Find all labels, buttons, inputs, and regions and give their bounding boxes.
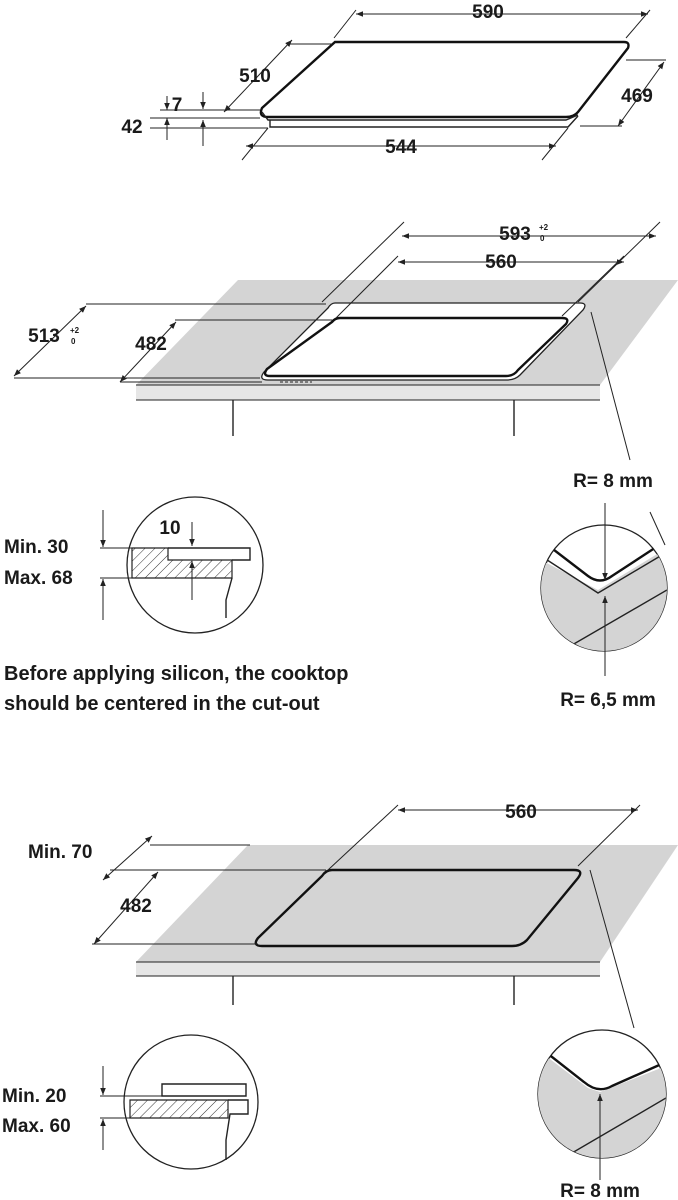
cutout-outer-width-label: 593: [499, 224, 531, 245]
hob-glass-thickness-label: 7: [172, 95, 183, 116]
cutout-width-label: 560: [505, 802, 537, 823]
worktop-min-label-2: Min. 20: [2, 1086, 66, 1107]
cutout-inner-width-label: 560: [485, 252, 517, 273]
cutout-depth-label: 482: [120, 896, 152, 917]
hob-dimensions-drawing: 590 510 469 544 7 42: [121, 2, 666, 161]
step-dimension-label: 10: [159, 518, 180, 539]
hob-glass-top: [259, 40, 630, 119]
worktop-thickness-detail-2: Min. 20 Max. 60: [2, 1034, 259, 1170]
svg-text:+2: +2: [70, 326, 80, 335]
hob-base: [269, 115, 579, 128]
svg-text:0: 0: [71, 337, 76, 346]
worktop-thickness-detail: 10 Min. 30 Max. 68: [4, 496, 264, 634]
worktop-max-label-2: Max. 60: [2, 1116, 71, 1137]
corner-radius-outer-label: R= 8 mm: [573, 471, 653, 492]
svg-text:0: 0: [540, 234, 545, 243]
svg-text:+2: +2: [539, 223, 549, 232]
cutout-outer-recess: [261, 302, 586, 381]
hob-width-label: 590: [472, 2, 504, 23]
corner-radius-label-2: R= 8 mm: [560, 1181, 640, 1200]
corner-radius-inner-label: R= 6,5 mm: [560, 690, 656, 711]
corner-radius-detail: R= 8 mm R= 6,5 mm: [540, 471, 668, 711]
hob-base-depth-label: 469: [621, 86, 653, 107]
worktop-min-label: Min. 30: [4, 537, 68, 558]
cutout-inner-depth-label: 482: [135, 334, 167, 355]
front-min-label: Min. 70: [28, 842, 92, 863]
worktop-max-label: Max. 68: [4, 568, 73, 589]
cutout-outer-depth-label: 513: [28, 326, 60, 347]
hob-total-height-label: 42: [121, 117, 142, 138]
cutout-opening: [254, 868, 582, 948]
worktop-surface-2: [136, 845, 678, 962]
hob-depth-label: 510: [239, 66, 271, 87]
hob-base-width-label: 544: [385, 137, 417, 158]
centering-note-line1: Before applying silicon, the cooktop: [4, 663, 348, 685]
corner-radius-detail-2: R= 8 mm: [537, 1029, 667, 1200]
simple-cutout-drawing: 560 Min. 70 482: [28, 802, 678, 1029]
cutout-inner-opening: [263, 316, 569, 378]
standard-cutout-drawing: 593 +2 0 560 513 +2 0 482: [13, 221, 678, 461]
centering-note-line2: should be centered in the cut-out: [4, 693, 320, 715]
